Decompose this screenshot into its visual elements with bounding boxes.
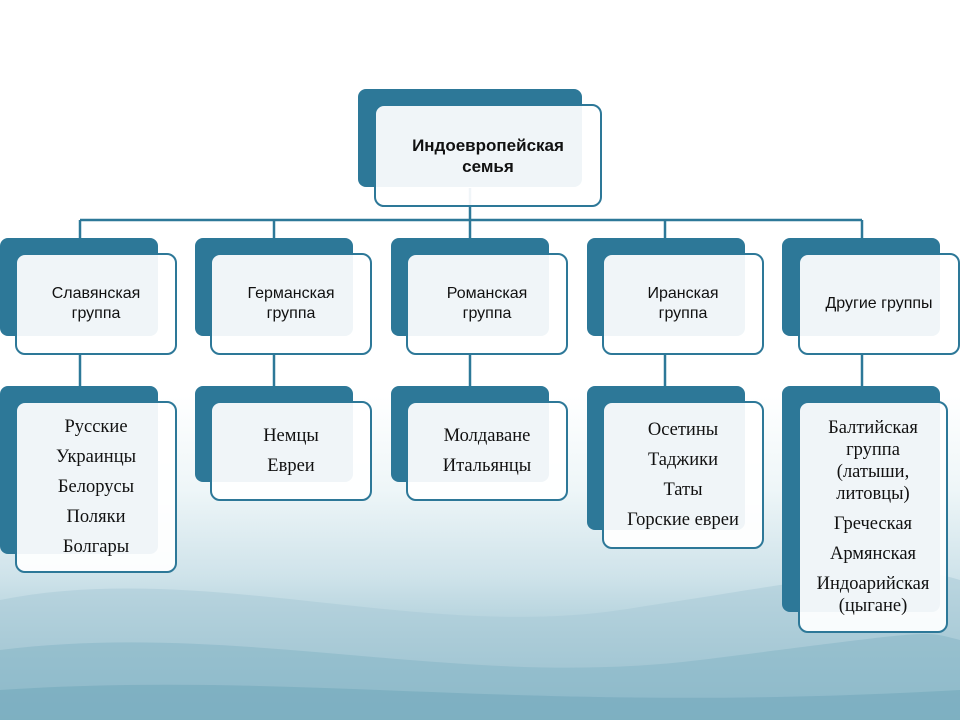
- group-label-line1: Славянская: [51, 285, 141, 302]
- root-label-line1: Индоевропейская: [412, 135, 564, 155]
- group-node-germanic: Германская группа: [195, 238, 373, 356]
- member-item: Немцы: [263, 426, 319, 446]
- group-label-line1: Другие группы: [825, 295, 933, 312]
- member-item: Балтийская: [828, 418, 918, 438]
- member-item: Молдаване: [443, 426, 531, 446]
- member-item: (цыгане): [838, 596, 908, 616]
- group-node-iranian: Иранская группа: [587, 238, 765, 356]
- group-node-other: Другие группы: [782, 238, 960, 356]
- group-label-line1: Германская: [247, 285, 335, 302]
- group-node-slavic: Славянская группа: [0, 238, 178, 356]
- root-node: Индоевропейская семья: [358, 89, 604, 209]
- group-label-line1: Иранская: [647, 285, 719, 302]
- member-item: Таты: [663, 480, 703, 500]
- member-item: Евреи: [267, 456, 315, 476]
- members-node-iranian: Осетины Таджики Таты Горские евреи: [587, 386, 765, 550]
- group-label-line1: Романская: [446, 285, 528, 302]
- member-item: Греческая: [833, 514, 913, 534]
- members-node-other: Балтийская группа (латыши, литовцы) Греч…: [782, 386, 950, 634]
- member-item: Армянская: [829, 544, 917, 564]
- group-node-romance: Романская группа: [391, 238, 569, 356]
- members-node-romance: Молдаване Итальянцы: [391, 386, 569, 502]
- group-label-line2: группа: [266, 305, 316, 322]
- member-item: (латыши,: [836, 462, 910, 482]
- group-label-line2: группа: [658, 305, 708, 322]
- root-label-line2: семья: [462, 156, 514, 176]
- group-label-line2: группа: [71, 305, 121, 322]
- member-item: Белорусы: [57, 477, 135, 497]
- member-item: группа: [846, 440, 900, 460]
- member-item: Русские: [64, 417, 128, 437]
- member-item: литовцы): [836, 484, 910, 504]
- member-item: Горские евреи: [627, 510, 739, 530]
- member-item: Поляки: [66, 507, 126, 527]
- member-item: Украинцы: [55, 447, 137, 467]
- member-item: Таджики: [647, 450, 719, 470]
- member-item: Итальянцы: [442, 456, 532, 476]
- group-label-line2: группа: [462, 305, 512, 322]
- members-node-slavic: Русские Украинцы Белорусы Поляки Болгары: [0, 386, 178, 574]
- member-item: Индоарийская: [816, 574, 930, 594]
- member-item: Болгары: [62, 537, 130, 557]
- members-node-germanic: Немцы Евреи: [195, 386, 373, 502]
- member-item: Осетины: [647, 420, 719, 440]
